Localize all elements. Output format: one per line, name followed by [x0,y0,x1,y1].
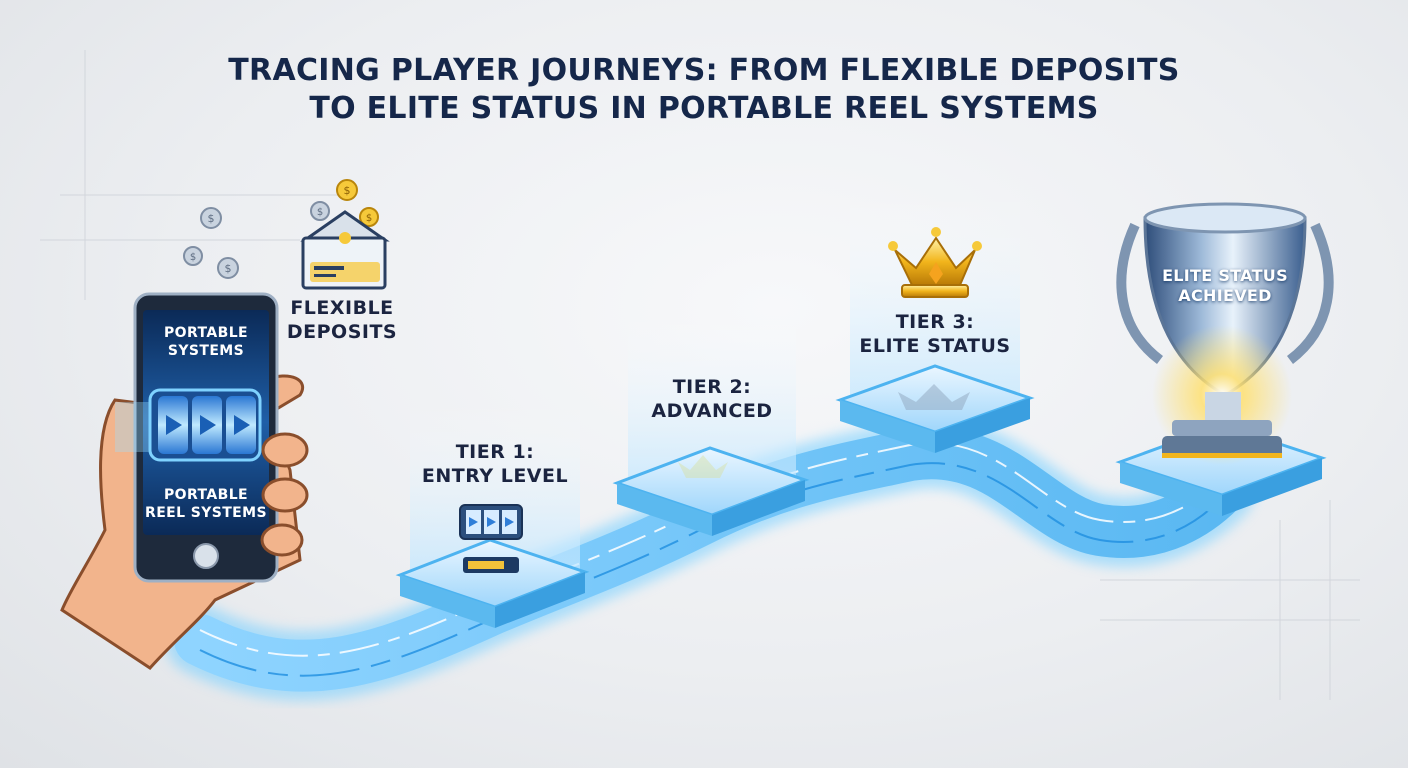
slot-reel-icon [115,388,262,462]
title-line-2: TO ELITE STATUS IN PORTABLE REEL SYSTEMS [309,91,1099,126]
phone-bottom-line-2: REEL SYSTEMS [145,505,267,521]
phone-top-label: PORTABLE SYSTEMS [143,324,269,360]
phone-top-line-2: SYSTEMS [167,343,245,359]
tier-3-line-2: ELITE STATUS [859,335,1011,357]
crown-icon [678,455,728,478]
hand-fingers [260,432,309,557]
coin-icon: $ [310,201,330,221]
tier-2-platform [612,446,810,536]
deposits-line-1: FLEXIBLE [290,297,394,319]
svg-text:$: $ [208,212,215,225]
deposits-line-2: DEPOSITS [286,321,398,343]
tier-1-line-2: ENTRY LEVEL [421,465,569,487]
smartphone-icon [133,292,279,583]
tier-1-line-1: TIER 1: [455,441,535,463]
tier-2-line-1: TIER 2: [672,376,752,398]
coin-icon: $ [200,207,222,229]
svg-text:$: $ [317,207,323,218]
coin-icon: $ [336,179,358,201]
trophy-icon [1116,202,1334,465]
tier-3-label: TIER 3: ELITE STATUS [845,310,1025,358]
title-line-1: TRACING PLAYER JOURNEYS: FROM FLEXIBLE D… [228,53,1180,88]
crown-icon [898,384,970,410]
slot-machine-icon [459,504,523,573]
tier-2-line-2: ADVANCED [651,400,773,422]
flexible-deposits-label: FLEXIBLE DEPOSITS [272,296,412,344]
trophy-label: ELITE STATUS ACHIEVED [1150,266,1300,306]
phone-top-line-1: PORTABLE [164,325,248,341]
tier-2-label: TIER 2: ADVANCED [622,375,802,423]
tier-1-label: TIER 1: ENTRY LEVEL [405,440,585,488]
coin-icon: $ [217,257,239,279]
diagram-title: TRACING PLAYER JOURNEYS: FROM FLEXIBLE D… [0,52,1408,128]
tier-1-platform [395,538,590,628]
svg-text:$: $ [190,252,196,263]
svg-text:$: $ [225,262,232,275]
trophy-line-1: ELITE STATUS [1162,266,1288,285]
wallet-card-icon [300,210,390,290]
crown-icon [888,227,982,298]
coin-icon: $ [359,207,379,227]
phone-bottom-label: PORTABLE REEL SYSTEMS [143,486,269,522]
svg-text:$: $ [344,184,351,197]
svg-text:$: $ [366,213,372,224]
tier-3-line-1: TIER 3: [895,311,975,333]
coin-icon: $ [183,246,203,266]
trophy-line-2: ACHIEVED [1178,286,1272,305]
phone-bottom-line-1: PORTABLE [164,487,248,503]
